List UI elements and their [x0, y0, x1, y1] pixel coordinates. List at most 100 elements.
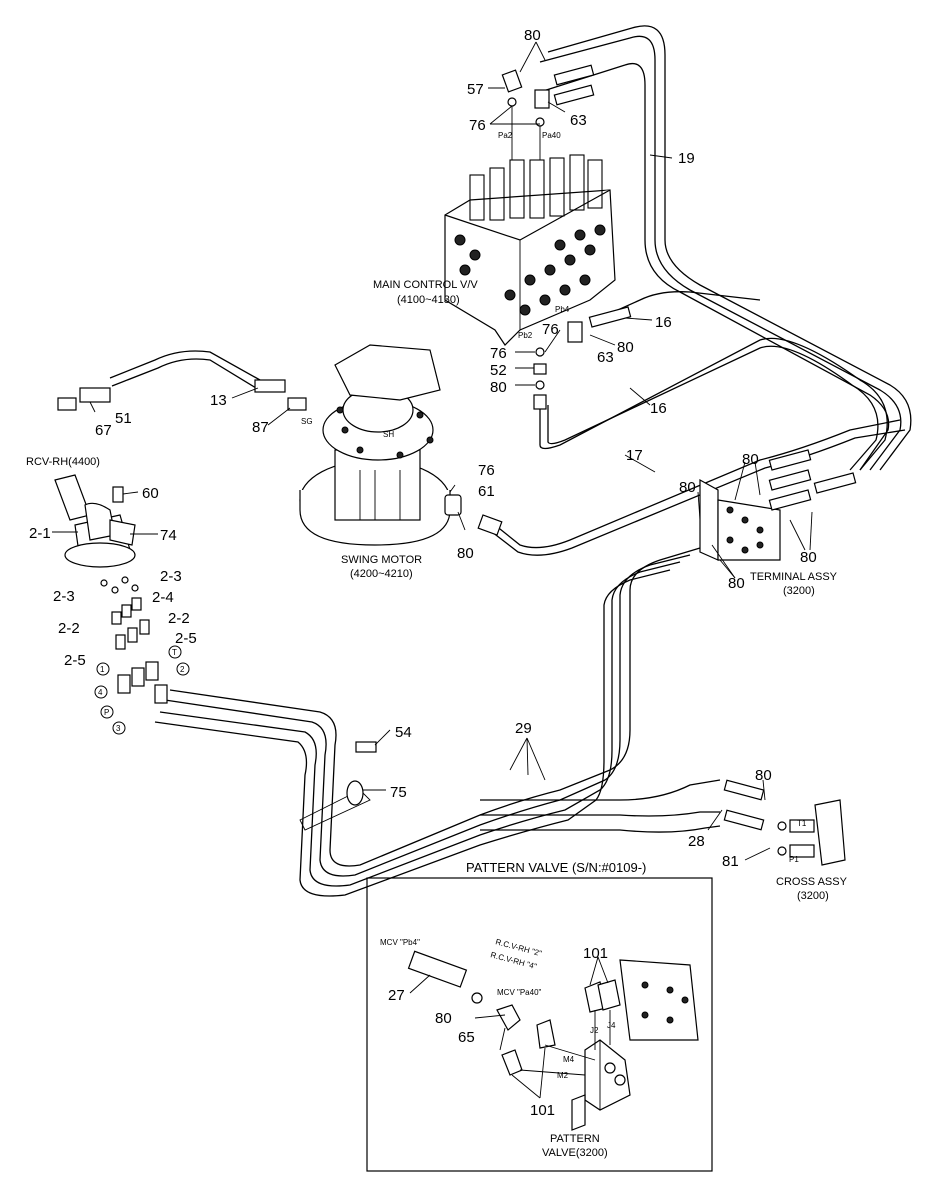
label-mcv-pb4: MCV "Pb4"	[380, 938, 420, 947]
part-76-lower: 76	[490, 345, 507, 362]
label-terminal-assy: TERMINAL ASSY	[750, 571, 838, 583]
circled-port-4: 4	[94, 685, 108, 699]
part-80-inset: 80	[435, 1010, 452, 1027]
part-80-lower: 80	[490, 379, 507, 396]
part-2-2-right: 2-2	[168, 610, 190, 627]
pattern-valve-body	[407, 950, 699, 1131]
part-2-2-left: 2-2	[58, 620, 80, 637]
clamp-assembly	[299, 741, 377, 831]
part-67: 67	[95, 422, 112, 439]
part-2-3-left: 2-3	[53, 588, 75, 605]
part-87: 87	[252, 419, 269, 436]
part-2-5-right: 2-5	[175, 630, 197, 647]
label-mcv-pa40: MCV "Pa40"	[497, 988, 542, 997]
label-main-control-range: (4100~4130)	[397, 294, 460, 306]
main-control-valve	[444, 154, 616, 346]
port-pa40: Pa40	[542, 131, 561, 140]
misc-fittings	[57, 379, 503, 536]
part-16-lower: 16	[650, 400, 667, 417]
part-54: 54	[395, 724, 412, 741]
label-rcv: RCV-RH(4400)	[26, 456, 100, 468]
svg-text:1: 1	[100, 665, 105, 674]
part-101-bottom: 101	[530, 1102, 555, 1119]
part-80-motor: 80	[457, 545, 474, 562]
part-63-lower: 63	[597, 349, 614, 366]
label-swing-motor-range: (4200~4210)	[350, 568, 413, 580]
part-75: 75	[390, 784, 407, 801]
label-pattern-valve: PATTERN	[550, 1133, 600, 1145]
svg-text:3: 3	[116, 724, 121, 733]
circled-port-p: P	[100, 705, 114, 719]
cross-assy	[723, 779, 846, 866]
label-swing-motor: SWING MOTOR	[341, 554, 422, 566]
label-pattern-valve-title: PATTERN VALVE (S/N:#0109-)	[466, 860, 646, 875]
rcv-rh-joystick	[54, 474, 136, 568]
label-pattern-valve-range: VALVE(3200)	[542, 1147, 608, 1159]
mcv-bottom-fittings	[533, 306, 632, 410]
svg-text:P: P	[104, 708, 109, 717]
part-2-5-left: 2-5	[64, 652, 86, 669]
circled-port-1: 1	[96, 662, 110, 676]
part-65: 65	[458, 1029, 475, 1046]
hose-28-bundle	[480, 779, 721, 833]
svg-text:T: T	[172, 648, 177, 657]
part-17: 17	[626, 447, 643, 464]
part-2-3-right: 2-3	[160, 568, 182, 585]
part-2-1: 2-1	[29, 525, 51, 542]
part-76-top: 76	[469, 117, 486, 134]
part-19: 19	[678, 150, 695, 167]
part-80-terminal-right: 80	[800, 549, 817, 566]
part-101-top: 101	[583, 945, 608, 962]
part-80-top: 80	[524, 27, 541, 44]
part-80-mid: 80	[617, 339, 634, 356]
part-57: 57	[467, 81, 484, 98]
part-28: 28	[688, 833, 705, 850]
hose-29-bundle	[154, 547, 701, 897]
port-sg: SG	[301, 417, 313, 426]
part-76-mid: 76	[542, 321, 559, 338]
leader-lines	[52, 41, 813, 1099]
port-m2: M2	[557, 1071, 569, 1080]
part-63-top: 63	[570, 112, 587, 129]
pattern-valve-inset-frame	[366, 877, 713, 1172]
port-p1: P1	[789, 855, 799, 864]
part-52: 52	[490, 362, 507, 379]
part-80-terminal-top: 80	[742, 451, 759, 468]
port-pb4: Pb4	[555, 305, 570, 314]
part-61: 61	[478, 483, 495, 500]
circled-port-3: 3	[112, 721, 126, 735]
part-16-upper: 16	[655, 314, 672, 331]
label-cross-assy: CROSS ASSY	[776, 876, 848, 888]
port-j4: J4	[607, 1021, 616, 1030]
swing-motor	[299, 344, 462, 546]
part-80-terminal-left: 80	[679, 479, 696, 496]
label-main-control: MAIN CONTROL V/V	[373, 279, 478, 291]
part-80-terminal-bottom: 80	[728, 575, 745, 592]
label-terminal-assy-range: (3200)	[783, 585, 815, 597]
port-pa2: Pa2	[498, 131, 513, 140]
port-m4: M4	[563, 1055, 575, 1064]
part-27: 27	[388, 987, 405, 1004]
terminal-assy	[699, 449, 857, 561]
part-81: 81	[722, 853, 739, 870]
hose-16-bundle	[539, 291, 888, 471]
circled-port-2: 2	[176, 662, 190, 676]
part-74: 74	[160, 527, 177, 544]
part-51: 51	[115, 410, 132, 427]
mcv-top-fittings	[501, 64, 595, 160]
part-60: 60	[142, 485, 159, 502]
svg-text:4: 4	[98, 688, 103, 697]
part-2-4: 2-4	[152, 589, 174, 606]
label-cross-assy-range: (3200)	[797, 890, 829, 902]
port-t1: T1	[797, 819, 807, 828]
part-76-motor: 76	[478, 462, 495, 479]
part-29: 29	[515, 720, 532, 737]
port-sh: SH	[383, 430, 394, 439]
port-pb2: Pb2	[518, 331, 533, 340]
part-80-cross: 80	[755, 767, 772, 784]
part-13: 13	[210, 392, 227, 409]
port-j2: J2	[590, 1026, 599, 1035]
circled-port-t: T	[168, 645, 182, 659]
